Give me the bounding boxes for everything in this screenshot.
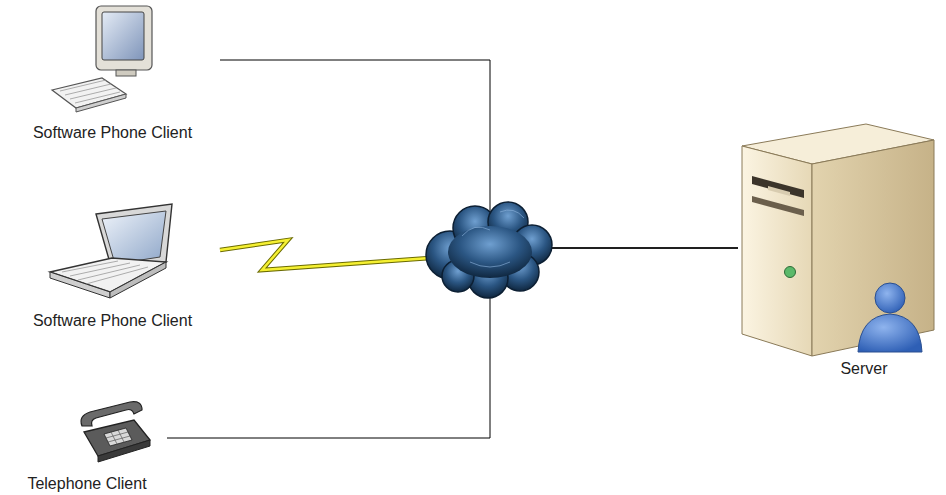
- user-body: [858, 314, 922, 352]
- phone-base-edge: [98, 440, 150, 462]
- connector-line: [220, 60, 738, 248]
- connector-line: [220, 240, 430, 270]
- node-illustration: [738, 118, 946, 378]
- cloud-highlight: [462, 210, 524, 267]
- node-label: Software Phone Client: [5, 311, 220, 330]
- phone-keys: [106, 430, 130, 444]
- drive-button: [768, 186, 790, 196]
- cloud-shape: [426, 202, 552, 298]
- node-illustration: [5, 0, 220, 142]
- keyboard: [52, 78, 126, 108]
- node-illustration: [5, 200, 220, 330]
- user-head: [875, 283, 905, 313]
- wireless-link: [220, 240, 738, 270]
- laptop-keys: [62, 261, 148, 284]
- software-phone-client: Software Phone Client: [5, 0, 220, 142]
- server-side: [812, 140, 934, 356]
- drive-slot: [752, 176, 804, 198]
- node-label: Telephone Client: [7, 474, 167, 493]
- monitor-stand: [116, 70, 136, 76]
- power-led: [785, 267, 796, 278]
- software-phone-client: Software Phone Client: [5, 200, 220, 330]
- wired-link: [220, 60, 738, 248]
- laptop-side: [110, 262, 166, 298]
- connector-line: [430, 248, 738, 258]
- node-label: Software Phone Client: [5, 123, 220, 142]
- drive-slot: [752, 196, 804, 216]
- server-node: Server: [738, 118, 946, 378]
- wired-link: [167, 248, 738, 438]
- server-front: [742, 146, 812, 356]
- node-label: Server: [738, 359, 946, 378]
- laptop-front: [50, 272, 110, 298]
- monitor-screen: [102, 12, 144, 60]
- keyboard-keys: [60, 80, 120, 103]
- monitor-body: [96, 6, 152, 70]
- connector-line: [220, 240, 430, 270]
- telephone-client: Telephone Client: [7, 398, 167, 493]
- phone-keypad: [104, 428, 132, 446]
- connector-line: [167, 248, 738, 438]
- laptop-screen: [102, 211, 166, 264]
- phone-handset: [81, 402, 142, 426]
